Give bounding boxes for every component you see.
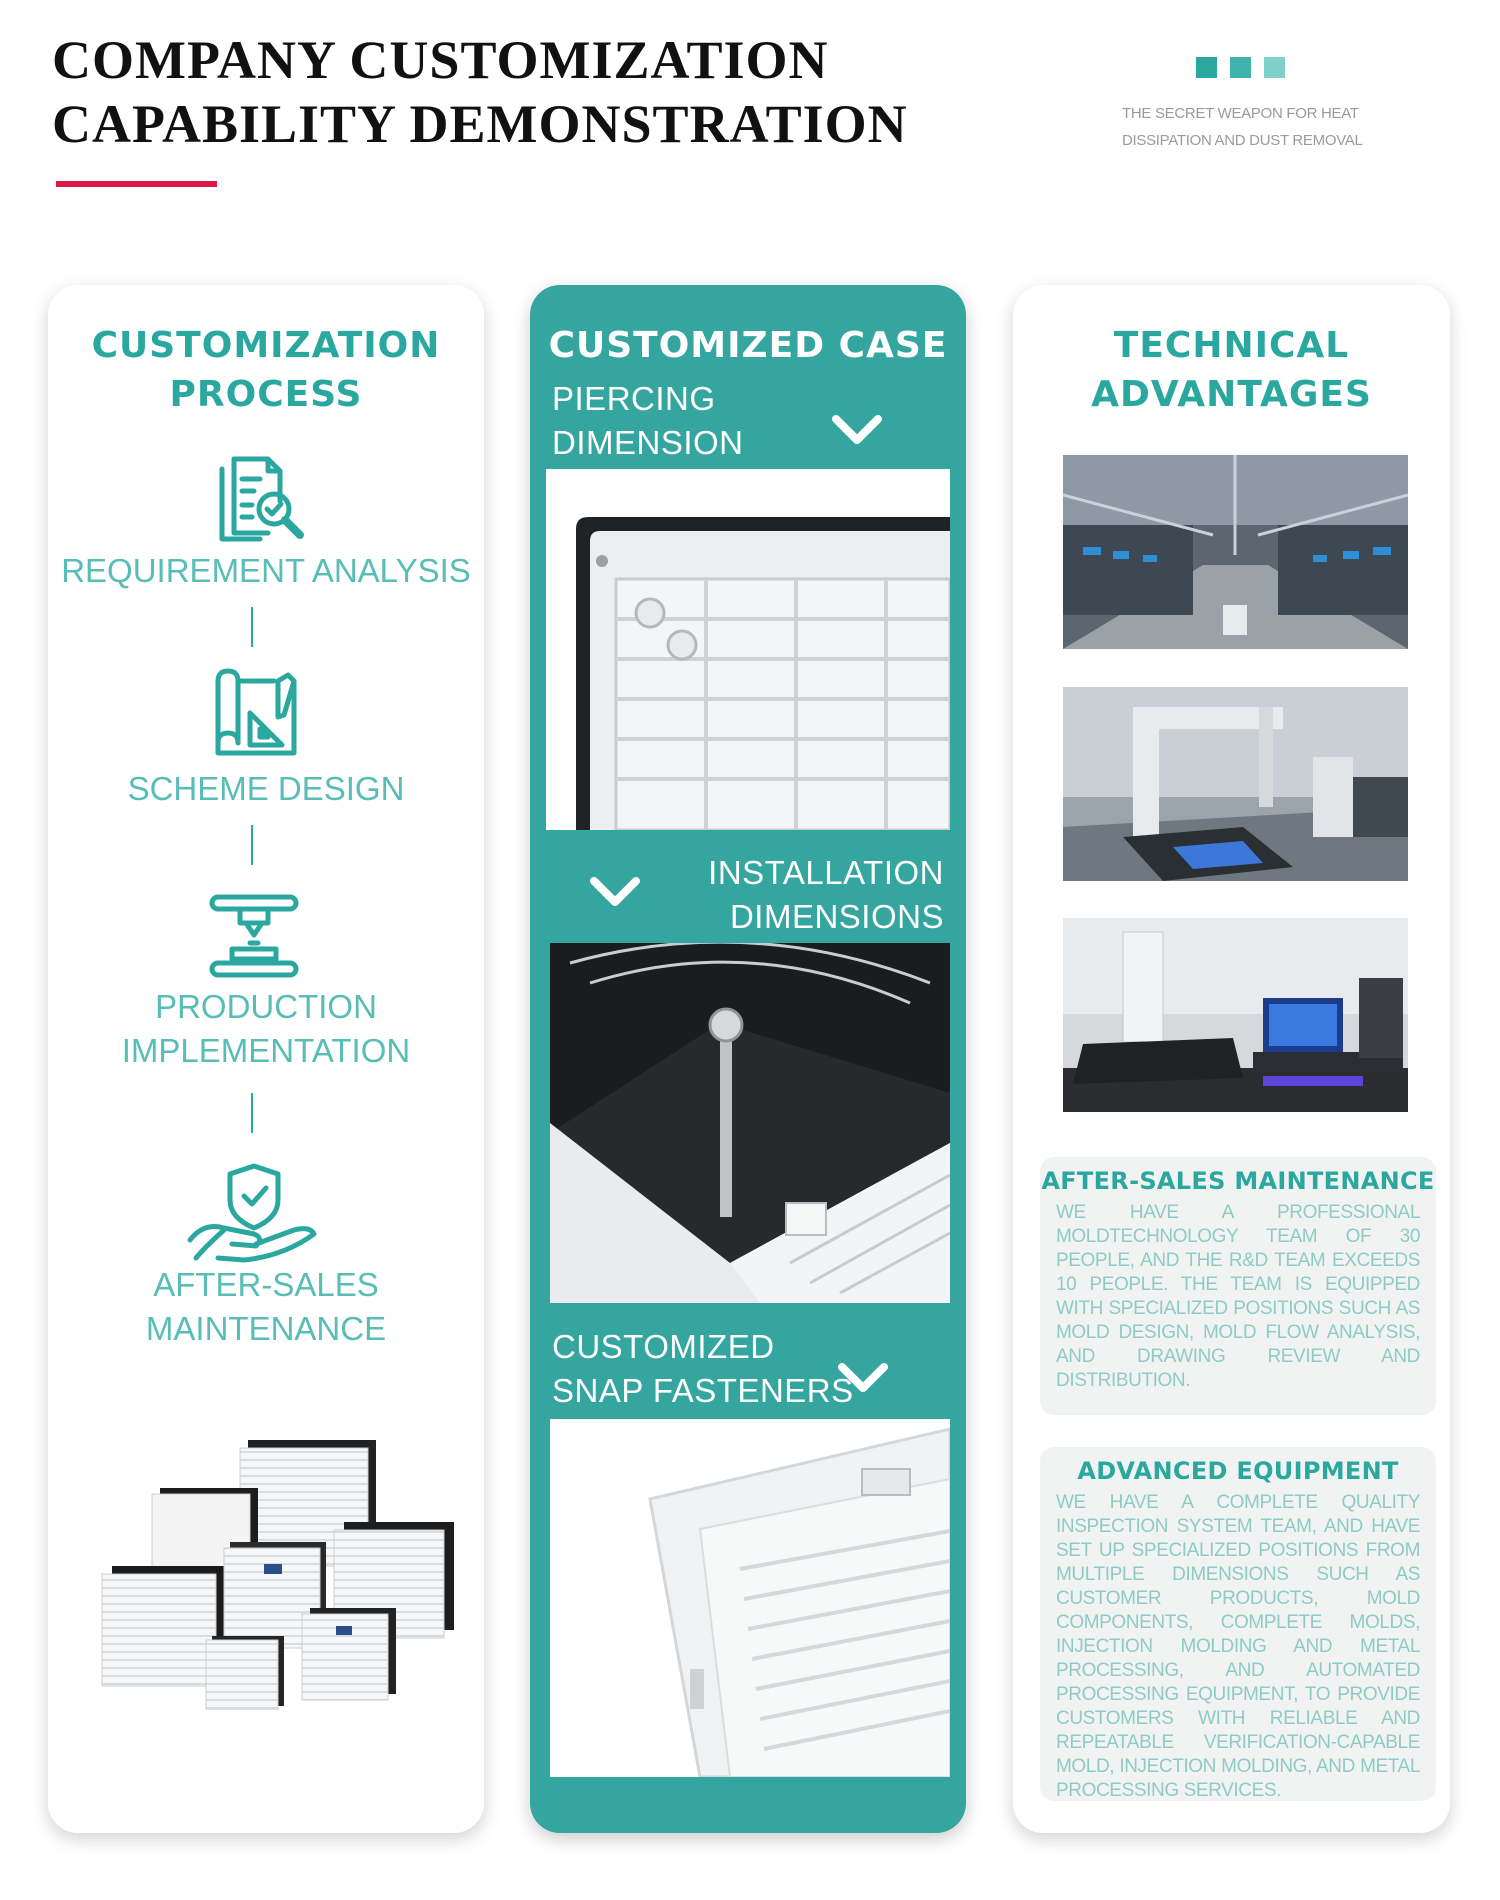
customized-case-card: CUSTOMIZED CASE PIERCING DIMENSION INSTA… [530,285,966,1833]
process-title: CUSTOMIZATION PROCESS [48,321,484,419]
page-title: COMPANY CUSTOMIZATION CAPABILITY DEMONST… [52,28,912,156]
document-search-icon [219,456,304,542]
technical-advantages-card: TECHNICAL ADVANTAGES [1013,285,1450,1833]
advanced-equipment-box: ADVANCED EQUIPMENT WE HAVE A COMPLETE QU… [1040,1447,1436,1801]
case-installation-dimensions-label: INSTALLATION DIMENSIONS [708,854,944,935]
inspection-station-photo [1063,918,1408,1112]
snap-fasteners-photo [550,1419,950,1777]
coordinate-measuring-machine-photo [1063,687,1408,881]
tech-title-line2: ADVANTAGES [1091,374,1372,415]
page-title-line1: COMPANY CUSTOMIZATION [52,30,829,90]
decor-square-3 [1264,57,1285,78]
tagline: THE SECRET WEAPON FOR HEAT DISSIPATION A… [1122,100,1422,154]
decor-square-2 [1230,57,1251,78]
blueprint-design-icon [215,668,297,756]
tagline-line2: DISSIPATION AND DUST REMOVAL [1122,132,1363,149]
step-production-implementation: PRODUCTION IMPLEMENTATION [121,988,411,1069]
chevron-down-icon [832,415,882,444]
case-title: CUSTOMIZED CASE [548,325,948,366]
step-connector [251,607,253,647]
shield-hand-icon [187,1163,317,1263]
decor-squares [1196,57,1285,78]
piercing-dimension-photo [546,469,950,830]
step-connector [251,1093,253,1133]
customization-process-card: CUSTOMIZATION PROCESS REQUIREMENT ANALYS… [48,285,484,1833]
step-scheme-design: SCHEME DESIGN [127,770,405,807]
installation-dimensions-photo [550,943,950,1303]
advanced-equipment-title: ADVANCED EQUIPMENT [1077,1457,1399,1485]
tagline-line1: THE SECRET WEAPON FOR HEAT [1122,105,1359,122]
title-underline [56,181,217,187]
case-piercing-dimension-label: PIERCING DIMENSION [552,380,744,461]
factory-line-photo [1063,455,1408,649]
3d-printer-icon [209,894,299,978]
step-after-sales-maintenance: AFTER-SALES MAINTENANCE [145,1266,387,1347]
process-title-line2: PROCESS [169,374,363,415]
after-sales-maintenance-box: AFTER-SALES MAINTENANCE WE HAVE A PROFES… [1040,1157,1436,1415]
after-sales-maintenance-text: WE HAVE A PROFESSIONAL MOLDTECHNOLOGY TE… [1056,1202,1420,1391]
product-vents-illustration [101,1440,454,1710]
process-title-line1: CUSTOMIZATION [91,325,441,366]
chevron-down-icon [590,877,640,906]
page-title-line2: CAPABILITY DEMONSTRATION [52,94,908,154]
chevron-down-icon [838,1363,888,1392]
step-requirement-analysis: REQUIREMENT ANALYSIS [61,552,471,589]
step-connector [251,825,253,865]
after-sales-maintenance-title: AFTER-SALES MAINTENANCE [1041,1167,1435,1195]
decor-square-1 [1196,57,1217,78]
tech-title: TECHNICAL ADVANTAGES [1013,321,1450,419]
case-snap-fasteners-label: CUSTOMIZED SNAP FASTENERS [552,1328,854,1409]
tech-title-line1: TECHNICAL [1113,325,1350,366]
advanced-equipment-text: WE HAVE A COMPLETE QUALITY INSPECTION SY… [1056,1492,1420,1801]
